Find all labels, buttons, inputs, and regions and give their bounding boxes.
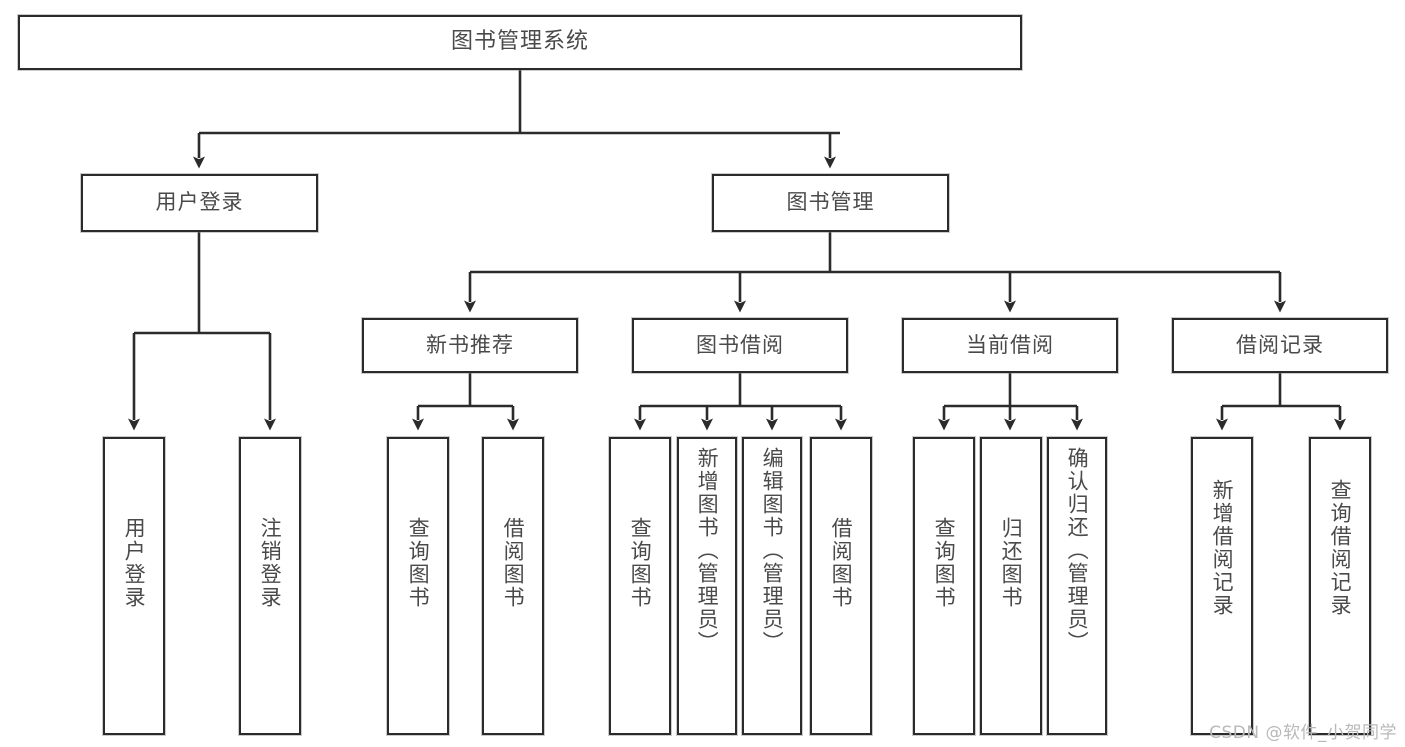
- node-leaf-query-book-1-label: 查询图书: [406, 517, 431, 609]
- node-leaf-return-book-label: 归还图书: [999, 517, 1024, 609]
- node-leaf-borrow-book-1-label: 借阅图书: [501, 517, 526, 609]
- node-leaf-confirm-return-label: 确认归还（管理员）: [1065, 447, 1090, 654]
- node-leaf-query-record-label: 查询借阅记录: [1328, 479, 1353, 617]
- node-leaf-borrow-book-2[interactable]: 借阅图书: [810, 437, 872, 735]
- node-root-label: 图书管理系统: [450, 29, 589, 55]
- node-leaf-confirm-return[interactable]: 确认归还（管理员）: [1047, 437, 1107, 735]
- node-leaf-add-record[interactable]: 新增借阅记录: [1191, 437, 1253, 735]
- node-leaf-edit-book[interactable]: 编辑图书（管理员）: [742, 437, 802, 735]
- node-leaf-query-book-3-label: 查询图书: [932, 517, 957, 609]
- node-leaf-user-logout-label: 注销登录: [258, 517, 283, 609]
- node-new-book-recommend-label: 新书推荐: [426, 332, 514, 357]
- node-leaf-add-book[interactable]: 新增图书（管理员）: [677, 437, 737, 735]
- node-leaf-return-book[interactable]: 归还图书: [980, 437, 1042, 735]
- node-current-borrow-label: 当前借阅: [966, 332, 1054, 357]
- node-leaf-edit-book-label: 编辑图书（管理员）: [760, 447, 785, 654]
- node-book-borrow-label: 图书借阅: [696, 332, 784, 357]
- node-user-login[interactable]: 用户登录: [81, 174, 318, 232]
- watermark-text: CSDN @软件_小贺同学: [1209, 723, 1397, 743]
- node-leaf-user-login-label: 用户登录: [122, 517, 147, 609]
- node-leaf-borrow-book-2-label: 借阅图书: [829, 517, 854, 609]
- node-book-manage-label: 图书管理: [786, 190, 875, 215]
- node-borrow-record-label: 借阅记录: [1236, 332, 1324, 357]
- node-book-manage[interactable]: 图书管理: [712, 174, 949, 232]
- node-leaf-add-record-label: 新增借阅记录: [1210, 479, 1235, 617]
- node-leaf-query-book-1[interactable]: 查询图书: [387, 437, 449, 735]
- node-new-book-recommend[interactable]: 新书推荐: [362, 318, 578, 373]
- node-current-borrow[interactable]: 当前借阅: [902, 318, 1118, 373]
- node-book-borrow[interactable]: 图书借阅: [632, 318, 848, 373]
- node-leaf-query-book-2[interactable]: 查询图书: [609, 437, 671, 735]
- node-leaf-borrow-book-1[interactable]: 借阅图书: [482, 437, 544, 735]
- node-leaf-query-book-3[interactable]: 查询图书: [913, 437, 975, 735]
- node-borrow-record[interactable]: 借阅记录: [1172, 318, 1388, 373]
- node-leaf-query-record[interactable]: 查询借阅记录: [1309, 437, 1371, 735]
- node-user-login-label: 用户登录: [155, 190, 244, 215]
- node-leaf-add-book-label: 新增图书（管理员）: [695, 447, 720, 654]
- node-leaf-query-book-2-label: 查询图书: [628, 517, 653, 609]
- node-root[interactable]: 图书管理系统: [18, 15, 1022, 70]
- node-leaf-user-login[interactable]: 用户登录: [103, 437, 165, 735]
- node-leaf-user-logout[interactable]: 注销登录: [239, 437, 301, 735]
